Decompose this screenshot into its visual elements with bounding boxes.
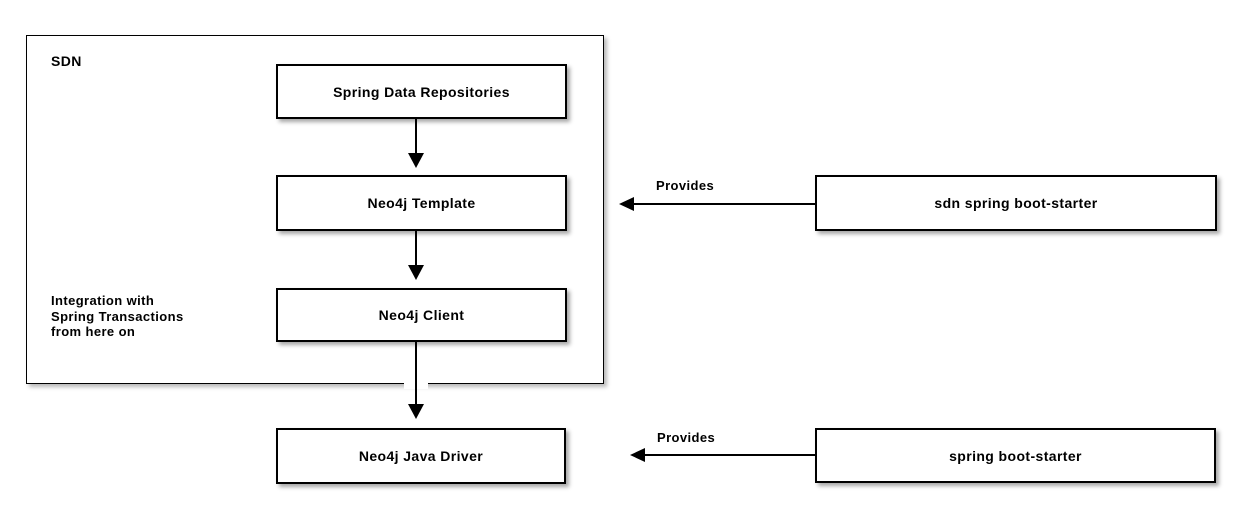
arrow-repositories-to-template-line	[415, 119, 417, 154]
provides-label-top: Provides	[656, 178, 715, 193]
arrow-client-to-driver-line	[415, 342, 417, 405]
node-spring-boot-starter: spring boot-starter	[815, 428, 1216, 483]
node-spring-data-repositories: Spring Data Repositories	[276, 64, 567, 119]
sdn-group-label: SDN	[51, 53, 82, 69]
node-spring-boot-starter-label: spring boot-starter	[949, 447, 1082, 464]
node-spring-data-repositories-label: Spring Data Repositories	[333, 83, 510, 100]
node-neo4j-client-label: Neo4j Client	[378, 307, 465, 323]
arrow-sdn-starter-provides-head-icon	[619, 197, 634, 211]
integration-note: Integration with Spring Transactions fro…	[51, 293, 184, 339]
node-sdn-spring-boot-starter-label: sdn spring boot-starter	[934, 195, 1098, 211]
arrow-template-to-client-line	[415, 231, 417, 266]
arrow-boot-starter-provides-line	[645, 454, 815, 456]
node-neo4j-template: Neo4j Template	[276, 175, 567, 231]
arrow-sdn-starter-provides-line	[634, 203, 815, 205]
arrow-client-to-driver-head-icon	[408, 404, 424, 419]
node-neo4j-java-driver-label: Neo4j Java Driver	[358, 448, 484, 464]
arrow-template-to-client-head-icon	[408, 265, 424, 280]
node-neo4j-java-driver: Neo4j Java Driver	[276, 428, 566, 484]
provides-label-bottom: Provides	[657, 430, 716, 445]
arrow-boot-starter-provides-head-icon	[630, 448, 645, 462]
node-neo4j-client: Neo4j Client	[276, 288, 567, 342]
arrow-repositories-to-template-head-icon	[408, 153, 424, 168]
node-neo4j-template-label: Neo4j Template	[367, 195, 476, 211]
node-sdn-spring-boot-starter: sdn spring boot-starter	[815, 175, 1217, 231]
